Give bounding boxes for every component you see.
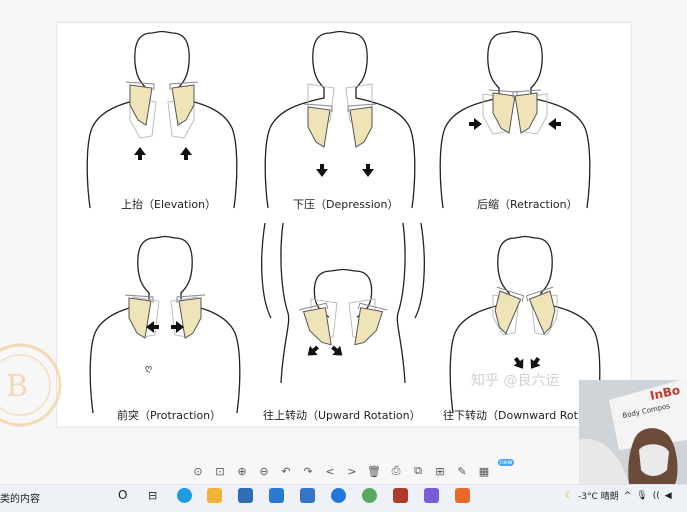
slide-page: 上抬（Elevation） 下压（Depression） 后缩（Retr bbox=[56, 22, 632, 428]
start-button[interactable]: O bbox=[118, 488, 128, 502]
mail-icon[interactable] bbox=[269, 488, 284, 503]
caption-retraction: 后缩（Retraction） bbox=[477, 198, 578, 211]
speaker-icon[interactable]: ◀ bbox=[664, 490, 672, 501]
next-button[interactable]: > bbox=[347, 464, 357, 478]
previous-button[interactable]: < bbox=[325, 464, 335, 478]
panel-protraction: ღ bbox=[89, 235, 241, 414]
rotate-right-button[interactable]: ↷ bbox=[303, 464, 313, 478]
task-view-button[interactable]: ⊟ bbox=[148, 489, 158, 502]
system-tray: ☾ -3°C 晴朗 ^ 🎙 (( ◀ bbox=[565, 489, 672, 503]
panel-elevation bbox=[86, 30, 238, 209]
svg-text:ღ: ღ bbox=[145, 364, 152, 374]
crop-button[interactable]: ⊞ bbox=[435, 464, 445, 478]
taskbar-search[interactable]: 类的内容 bbox=[0, 494, 40, 505]
fit-button[interactable]: ⊡ bbox=[215, 464, 225, 478]
viewer-toolbar: ⊙ ⊡ ⊕ ⊖ ↶ ↷ < > 🗑 ⎙ ⧉ ⊞ ✎ ▦ bbox=[190, 462, 520, 480]
chevron-up-icon[interactable]: ^ bbox=[623, 490, 632, 501]
zoom-in-button[interactable]: ⊕ bbox=[237, 464, 247, 478]
app-circle-icon[interactable] bbox=[331, 488, 346, 503]
weather-text[interactable]: -3°C 晴朗 bbox=[578, 492, 619, 502]
caption-depression: 下压（Depression） bbox=[293, 198, 399, 211]
mic-icon[interactable]: 🎙 bbox=[636, 490, 648, 501]
file-explorer-icon[interactable] bbox=[207, 488, 222, 503]
edit-button[interactable]: ✎ bbox=[457, 464, 467, 478]
panel-retraction bbox=[439, 30, 591, 209]
webcam-overlay: InBo Body Compos bbox=[579, 380, 687, 484]
app-blue-icon[interactable] bbox=[300, 488, 315, 503]
copy-button[interactable]: ⧉ bbox=[414, 464, 422, 477]
app-mountain-icon[interactable] bbox=[424, 488, 439, 503]
store-icon[interactable] bbox=[238, 488, 253, 503]
new-badge: new bbox=[498, 459, 515, 466]
caption-downward-rotation: 往下转动（Downward Rot bbox=[443, 408, 579, 422]
apps-button[interactable]: ▦ bbox=[478, 464, 490, 478]
logo-seal-watermark: B bbox=[0, 343, 62, 427]
svg-text:InBo: InBo bbox=[649, 383, 682, 403]
print-button[interactable]: ⎙ bbox=[391, 464, 401, 477]
wifi-icon[interactable]: (( bbox=[652, 490, 660, 501]
info-button[interactable]: ⊙ bbox=[193, 464, 203, 478]
panel-upward-rotation bbox=[261, 222, 425, 384]
wps-icon[interactable] bbox=[393, 488, 408, 503]
caption-upward-rotation: 往上转动（Upward Rotation） bbox=[263, 408, 421, 422]
svg-text:B: B bbox=[6, 369, 28, 404]
app-green-icon[interactable] bbox=[362, 488, 377, 503]
panel-depression bbox=[264, 30, 416, 209]
weather-icon: ☾ bbox=[565, 490, 574, 501]
edge-icon[interactable] bbox=[177, 488, 192, 503]
watermark: 知乎 @良六运 bbox=[471, 372, 559, 389]
scapula-movements-figure: 上抬（Elevation） 下压（Depression） 后缩（Retr bbox=[86, 30, 601, 422]
app-play-icon[interactable] bbox=[455, 488, 470, 503]
rotate-left-button[interactable]: ↶ bbox=[281, 464, 291, 478]
caption-elevation: 上抬（Elevation） bbox=[121, 197, 216, 211]
delete-button[interactable]: 🗑 bbox=[367, 464, 381, 478]
caption-protraction: 前突（Protraction） bbox=[117, 408, 221, 422]
zoom-out-button[interactable]: ⊖ bbox=[259, 464, 269, 478]
